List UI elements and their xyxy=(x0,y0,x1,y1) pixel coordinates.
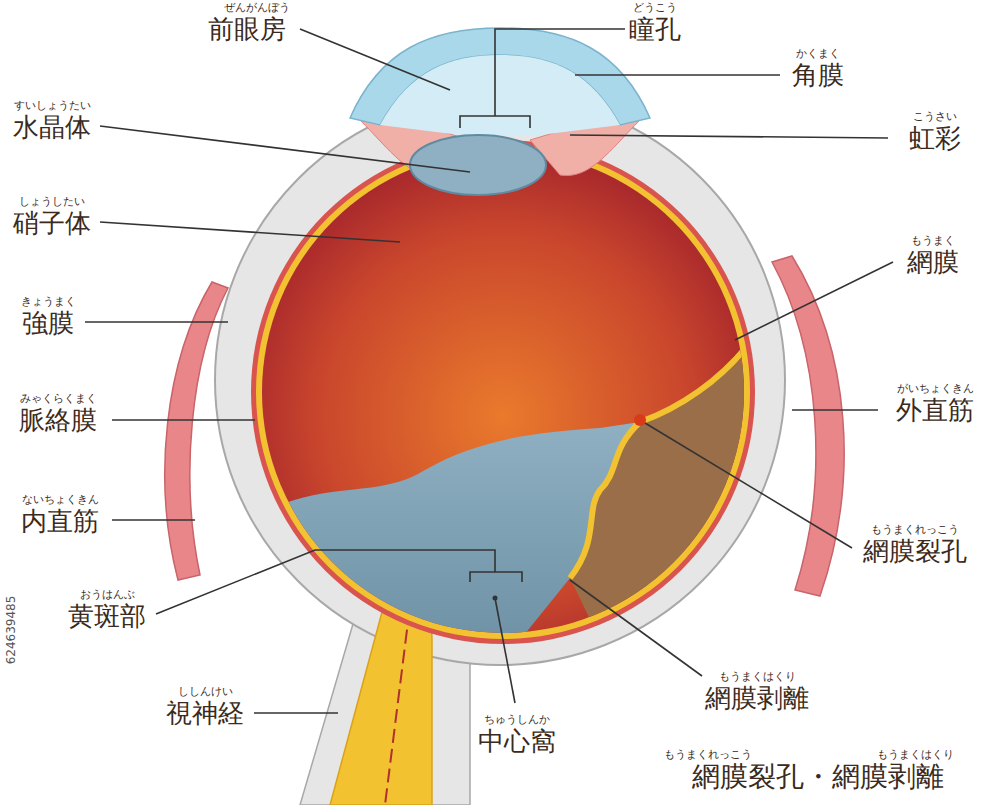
part-name: 中心窩 xyxy=(478,727,556,756)
part-name: 外直筋 xyxy=(896,396,974,425)
retina-edge xyxy=(640,345,748,422)
leader-lines xyxy=(85,29,893,713)
furigana: がいちょくきん xyxy=(897,383,974,395)
sclera xyxy=(215,95,785,665)
part-name: 瞳孔 xyxy=(629,15,681,44)
lateral-rectus xyxy=(772,256,844,596)
medial-rectus xyxy=(165,282,228,580)
part-name: 網膜 xyxy=(907,248,959,277)
furigana: もうまくはくり xyxy=(719,671,796,683)
furigana: どうこう xyxy=(633,2,677,14)
furigana: ちゅうしんか xyxy=(484,714,550,726)
furigana: ないちょくきん xyxy=(22,494,99,506)
part-name: 黄斑部 xyxy=(68,602,146,631)
part-name: 前眼房 xyxy=(208,15,286,44)
furigana: もうまく xyxy=(911,235,955,247)
part-name: 硝子体 xyxy=(13,209,91,238)
retinal-tear xyxy=(634,414,646,426)
detached-space xyxy=(230,422,640,640)
part-name: 脈絡膜 xyxy=(19,406,97,435)
detached-retina xyxy=(570,422,640,578)
part-name: 角膜 xyxy=(792,61,844,90)
fovea-dot xyxy=(493,596,498,601)
furigana: もうまくはくり xyxy=(877,749,954,761)
furigana: ししんけい xyxy=(178,686,233,698)
furigana: かくまく xyxy=(796,48,840,60)
part-name: 虹彩 xyxy=(909,124,961,153)
furigana: おうはんぶ xyxy=(80,589,135,601)
furigana: すいしょうたい xyxy=(14,100,91,112)
part-name: 強膜 xyxy=(22,309,74,338)
stock-number: 624639485 xyxy=(5,596,18,665)
furigana: もうまくれっこう xyxy=(871,524,959,536)
caption: 網膜裂孔・網膜剥離 xyxy=(692,762,944,793)
furigana: ぜんがんぼう xyxy=(224,2,290,14)
furigana: きょうまく xyxy=(21,296,76,308)
part-name: 視神経 xyxy=(166,699,244,728)
part-name: 網膜剥離 xyxy=(705,684,809,713)
furigana: もうまくれっこう xyxy=(664,749,752,761)
furigana: しょうしたい xyxy=(19,196,85,208)
subretinal-area xyxy=(570,340,760,640)
anterior-chamber xyxy=(380,55,620,135)
part-name: 水晶体 xyxy=(13,113,91,142)
furigana: みゃくらくまく xyxy=(20,393,97,405)
part-name: 網膜裂孔 xyxy=(863,537,967,566)
part-name: 内直筋 xyxy=(21,507,99,536)
lens xyxy=(410,135,546,195)
furigana: こうさい xyxy=(913,111,957,123)
